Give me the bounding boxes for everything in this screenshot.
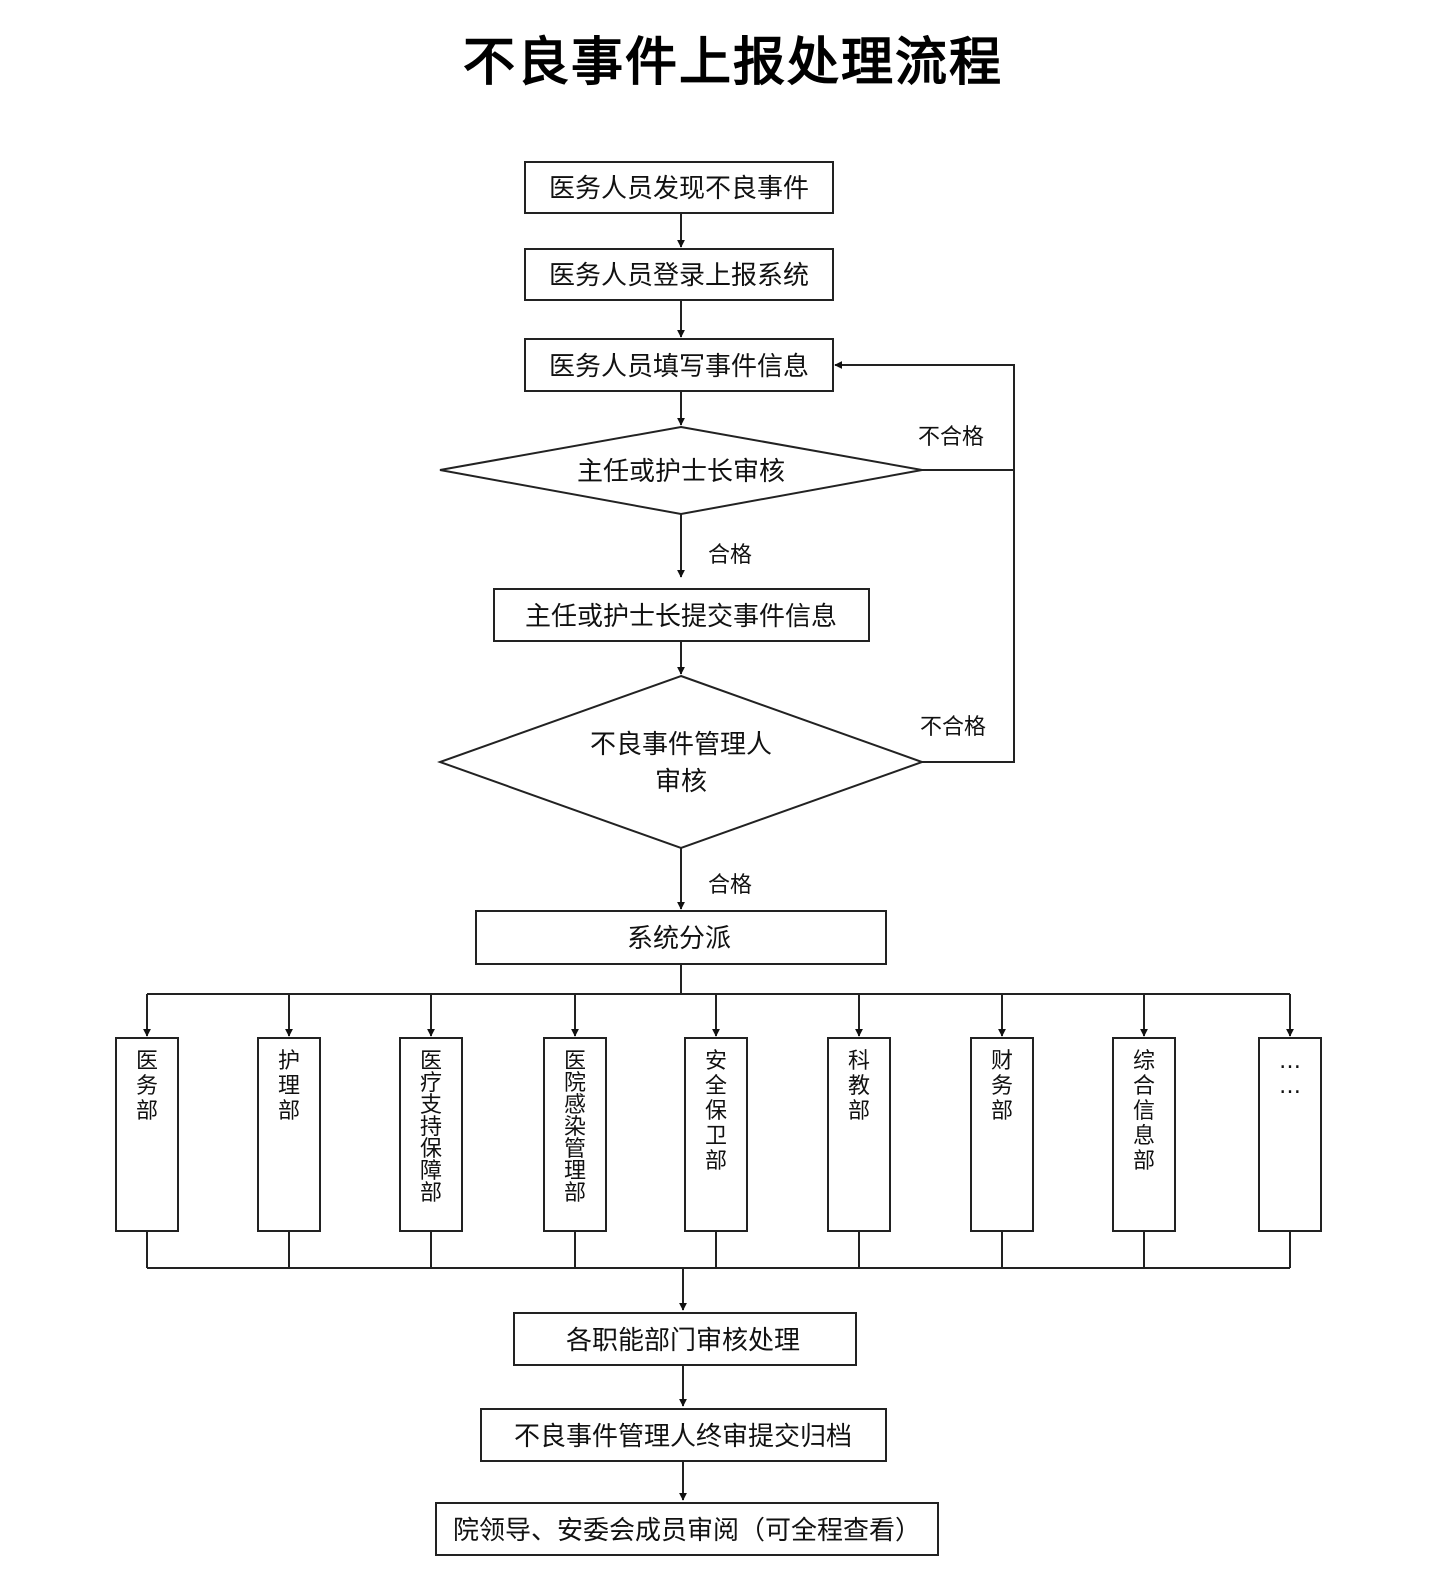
edge-fail-2: 不合格 <box>920 715 986 740</box>
dept-label: 医疗支持保障部 <box>420 1049 442 1206</box>
step-submit-box <box>493 588 870 642</box>
step-submit-label: 主任或护士长提交事件信息 <box>525 602 837 632</box>
edge-fail-1: 不合格 <box>918 425 984 450</box>
dept-label: 科教部 <box>848 1049 870 1124</box>
step-dept-process-label: 各职能部门审核处理 <box>566 1326 800 1356</box>
dept-box <box>115 1037 179 1232</box>
step-leaders-box <box>435 1502 939 1556</box>
step-archive-label: 不良事件管理人终审提交归档 <box>514 1422 852 1452</box>
decision-review1-label: 主任或护士长审核 <box>577 457 785 487</box>
step-leaders-label: 院领导、安委会成员审阅（可全程查看） <box>453 1516 921 1546</box>
dept-box <box>1258 1037 1322 1232</box>
step-fill-label: 医务人员填写事件信息 <box>549 352 809 382</box>
dept-box <box>399 1037 463 1232</box>
step-dept-process-box <box>513 1312 857 1366</box>
decision-review2 <box>437 674 925 850</box>
decision-review2-label-line1: 不良事件管理人 <box>590 730 772 760</box>
step-login-box <box>524 248 834 301</box>
decision-review2-label-line2: 审核 <box>655 767 707 797</box>
edge-pass-1: 合格 <box>708 543 752 568</box>
step-fill-box <box>524 338 834 392</box>
edge-pass-2: 合格 <box>708 873 752 898</box>
dept-label: 综合信息部 <box>1133 1049 1155 1174</box>
dept-label: 财务部 <box>991 1049 1013 1124</box>
dept-box <box>827 1037 891 1232</box>
page-title: 不良事件上报处理流程 <box>463 32 1003 93</box>
dept-box <box>543 1037 607 1232</box>
dept-label: 安全保卫部 <box>705 1049 727 1174</box>
dept-label: …… <box>1279 1049 1301 1099</box>
dept-box <box>257 1037 321 1232</box>
department-columns: 医务部 护理部 医疗支持保障部 医院感染管理部 安全保卫部 科教部 财务部 综合信息部 …… <box>115 994 1322 1268</box>
dept-label: 医务部 <box>136 1049 158 1124</box>
dept-box <box>684 1037 748 1232</box>
fail-loop-line <box>834 361 1015 471</box>
step-login-label: 医务人员登录上报系统 <box>549 261 809 291</box>
fail-loop-line-2 <box>922 470 1015 763</box>
dept-label: 护理部 <box>278 1049 300 1124</box>
step-discover-label: 医务人员发现不良事件 <box>549 174 809 204</box>
step-archive-box <box>480 1408 887 1462</box>
dept-box <box>970 1037 1034 1232</box>
step-discover-box <box>524 161 834 214</box>
step-dispatch-label: 系统分派 <box>627 924 731 954</box>
dept-label: 医院感染管理部 <box>564 1049 586 1206</box>
